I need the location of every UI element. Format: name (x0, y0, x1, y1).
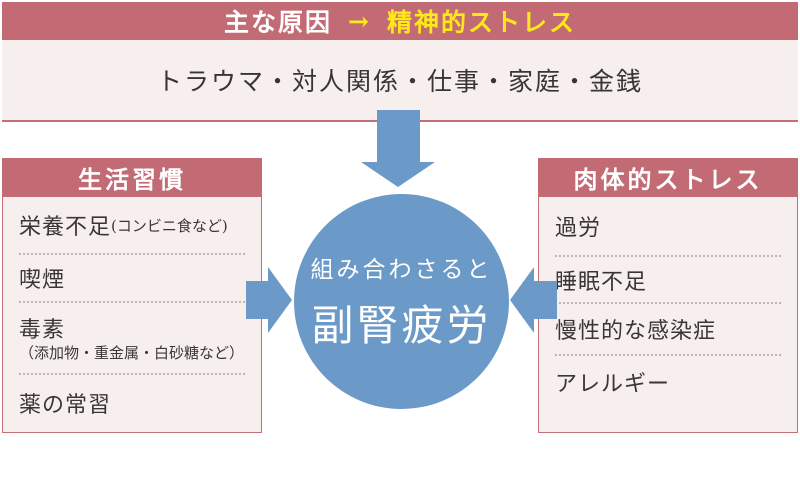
list-item: 慢性的な感染症 (555, 304, 781, 356)
main-causes-box: トラウマ・対人関係・仕事・家庭・金銭 (2, 40, 798, 122)
leftward-arrow-icon (534, 281, 557, 319)
lifestyle-panel-body: 栄養不足(コンビニ食など) 喫煙 毒素 （添加物・重金属・白砂糖など） 薬の常習 (2, 197, 262, 433)
banner-highlight: 精神的ストレス (386, 8, 576, 37)
result-circle: 組み合わさると 副腎疲労 (294, 194, 509, 409)
rightward-arrow-icon (246, 281, 269, 319)
physical-stress-panel: 肉体的ストレス 過労 睡眠不足 慢性的な感染症 アレルギー (538, 158, 798, 433)
circle-title: 副腎疲労 (311, 301, 492, 350)
circle-caption: 組み合わさると (310, 257, 493, 283)
leftward-arrow-head-icon (510, 267, 534, 333)
physical-stress-panel-body: 過労 睡眠不足 慢性的な感染症 アレルギー (538, 197, 798, 433)
list-item: 薬の常習 (19, 392, 112, 418)
list-item: 過労 (555, 197, 781, 257)
list-item: 睡眠不足 (555, 257, 781, 304)
rightward-arrow-head-icon (268, 267, 292, 333)
physical-stress-panel-title: 肉体的ストレス (538, 158, 798, 197)
main-cause-banner: 主な原因 → 精神的ストレス (2, 2, 798, 40)
down-arrow-head-icon (361, 162, 435, 187)
list-item: 毒素 （添加物・重金属・白砂糖など） (19, 303, 245, 375)
list-item: アレルギー (555, 372, 671, 397)
right-arrow-glyph-icon: → (348, 6, 371, 36)
down-arrow-icon (377, 110, 420, 162)
list-item: 喫煙 (19, 255, 245, 303)
banner-label: 主な原因 (224, 8, 333, 37)
lifestyle-panel-title: 生活習慣 (2, 158, 262, 197)
main-causes-text: トラウマ・対人関係・仕事・家庭・金銭 (156, 67, 643, 96)
lifestyle-panel: 生活習慣 栄養不足(コンビニ食など) 喫煙 毒素 （添加物・重金属・白砂糖など）… (2, 158, 262, 433)
list-item: 栄養不足(コンビニ食など) (19, 197, 245, 255)
